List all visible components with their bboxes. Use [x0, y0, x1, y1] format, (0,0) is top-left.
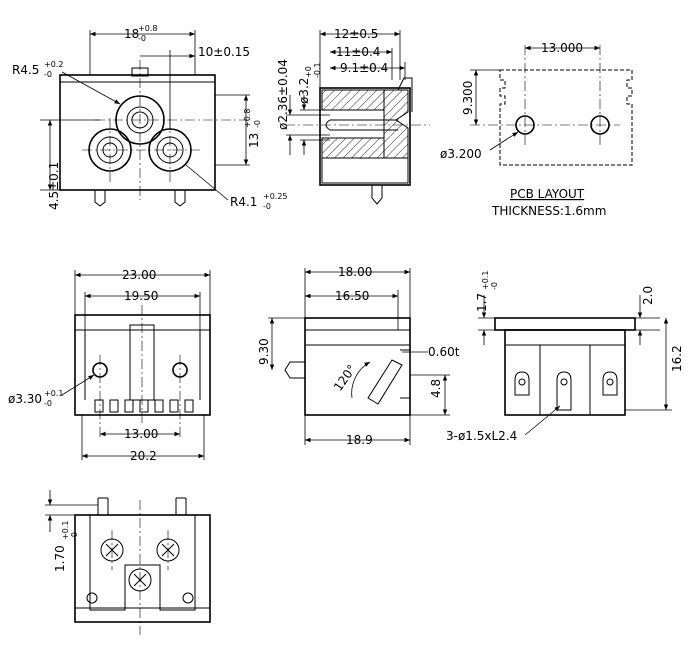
dim-16: 16.50: [335, 289, 369, 303]
dim-pin-spacing: 10±0.15: [198, 45, 250, 59]
dim-base: 4.5±0.1: [47, 162, 61, 210]
svg-text:-0: -0: [490, 282, 499, 290]
rear-view: 1.7 +0.1 -0 2.0 16.2 3-ø1.5xL2.4: [446, 271, 684, 443]
dia-hole: ø3.2: [297, 78, 311, 104]
radius-top: R4.5: [12, 63, 39, 77]
dim-20r: 2.0: [641, 286, 655, 305]
svg-text:-0: -0: [44, 70, 52, 79]
dim-a: 12±0.5: [334, 27, 378, 41]
pcb-thickness: THICKNESS:1.6mm: [491, 204, 606, 218]
pcb-outline: [499, 69, 633, 166]
svg-text:+0.25: +0.25: [263, 192, 288, 201]
pcb-dim-spacing: 13.000: [541, 41, 583, 55]
front-body-outline: [59, 74, 216, 191]
dim-17: 1.7: [475, 293, 489, 312]
svg-text:+0.8: +0.8: [138, 24, 157, 33]
dim-height: 13: [247, 133, 261, 148]
dim-170: 1.70: [53, 545, 67, 572]
dia-pin: ø2.36±0.04: [276, 59, 290, 130]
side-view-2: 120° 18.00 16.50 9.30 0.60t 4.8 18.9: [257, 265, 460, 447]
front-view-2: 23.00 19.50 13.00 20.2 ø3.30 +0.1 -0: [8, 268, 211, 463]
svg-text:+0.1: +0.1: [61, 521, 70, 540]
pcb-dim-height: 9.300: [461, 81, 475, 115]
svg-text:-0: -0: [138, 34, 146, 43]
dim-189: 18.9: [346, 433, 373, 447]
front-view: 18 +0.8 -0 10±0.15 R4.5 +0.2 -0 13 +0.8 …: [12, 24, 288, 211]
svg-text:+0.2: +0.2: [44, 60, 63, 69]
dim-19: 19.50: [124, 289, 158, 303]
pin-spec: 3-ø1.5xL2.4: [446, 429, 517, 443]
radius-bottom: R4.1: [230, 195, 257, 209]
side2-outline: [304, 317, 411, 416]
dia-330: ø3.30: [8, 392, 42, 406]
svg-text:+0.8: +0.8: [243, 109, 252, 128]
svg-text:+0.1: +0.1: [44, 389, 63, 398]
bottom-outline: [74, 514, 211, 623]
dim-20: 20.2: [130, 449, 157, 463]
pcb-layout: 13.000 9.300 ø3.200 PCB LAYOUT THICKNESS…: [440, 41, 633, 218]
dim-c: 9.1±0.4: [340, 61, 388, 75]
dim-930: 9.30: [257, 338, 271, 365]
svg-text:+0.1: +0.1: [481, 271, 490, 290]
dim-width: 18: [124, 27, 139, 41]
side-section-view: 12±0.5 11±0.4 9.1±0.4 ø2.36±0.04 ø3.2 +0…: [276, 27, 430, 205]
svg-text:-0: -0: [44, 399, 52, 408]
side-body-outline: [319, 87, 411, 186]
bottom-view: 1.70 +0.1 -0: [45, 490, 211, 635]
svg-text:-0: -0: [70, 532, 79, 540]
dim-b: 11±0.4: [336, 45, 380, 59]
svg-text:+0: +0: [304, 66, 313, 78]
dim-13: 13.00: [124, 427, 158, 441]
rear-flange: [494, 317, 636, 331]
svg-text:-0: -0: [263, 202, 271, 211]
pcb-dia-hole: ø3.200: [440, 147, 482, 161]
dim-162: 16.2: [670, 345, 684, 372]
dim-thickness: 0.60t: [428, 345, 460, 359]
svg-text:-0: -0: [253, 120, 262, 128]
svg-text:-0.1: -0.1: [313, 62, 322, 78]
rear-body: [504, 329, 626, 416]
dim-23: 23.00: [122, 268, 156, 282]
front2-outline: [74, 314, 211, 416]
dim-48: 4.8: [429, 379, 443, 398]
pcb-title: PCB LAYOUT: [510, 187, 585, 201]
dim-18: 18.00: [338, 265, 372, 279]
